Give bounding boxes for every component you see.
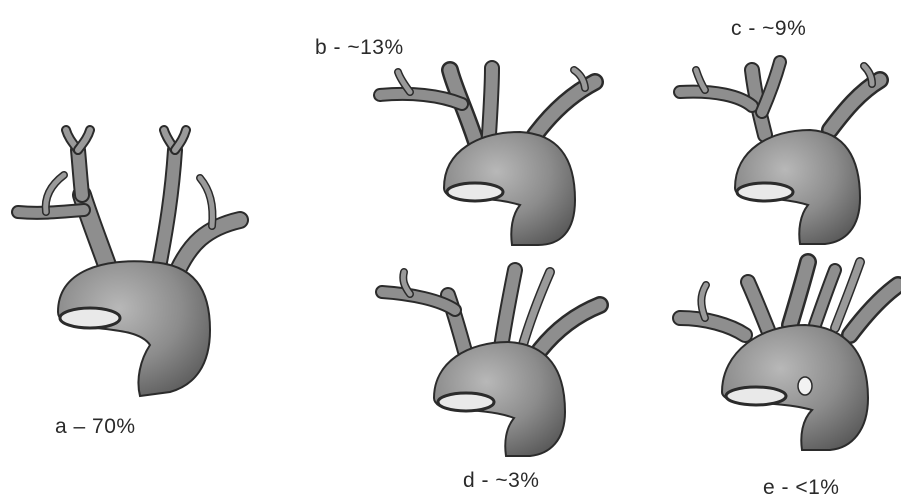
variant-e-arch: [680, 262, 898, 450]
variant-d-label: d - ~3%: [463, 470, 539, 491]
variant-a-arch: [18, 130, 240, 396]
variant-a-label: a – 70%: [55, 416, 136, 437]
variant-c-arch: [680, 62, 880, 244]
variant-d-arch: [382, 270, 600, 456]
variant-e-label: e - <1%: [763, 477, 839, 498]
variant-b-arch: [380, 68, 595, 245]
variant-b-label: b - ~13%: [315, 37, 404, 58]
variant-c-label: c - ~9%: [731, 18, 806, 39]
